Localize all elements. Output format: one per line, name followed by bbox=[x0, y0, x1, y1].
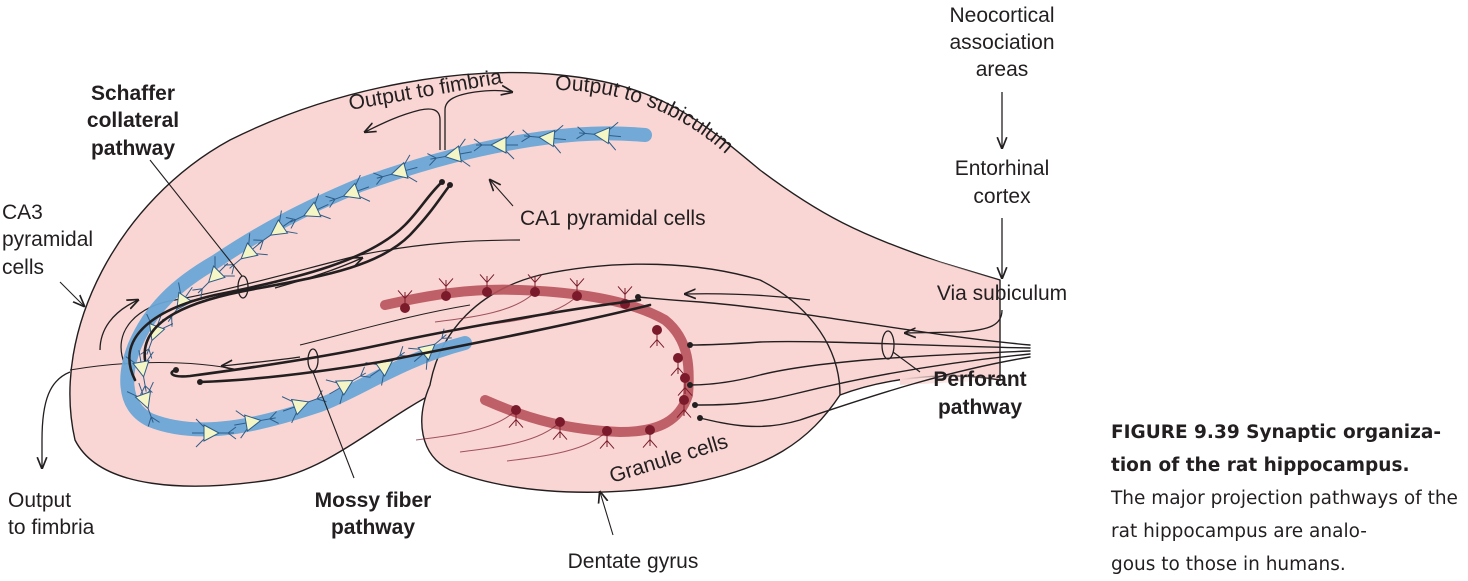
pyramidal-cell bbox=[126, 381, 160, 427]
mossy-leader bbox=[312, 371, 355, 479]
schaffer-label-3: pathway bbox=[91, 137, 175, 160]
caption-title: FIGURE 9.39 Synaptic organiza- tion of t… bbox=[1111, 422, 1442, 476]
output-fimbria-label-1: Output bbox=[8, 489, 71, 512]
granule-axon bbox=[506, 430, 608, 462]
ca3-label-3: cells bbox=[2, 256, 44, 279]
granule-axon bbox=[415, 409, 517, 441]
perforant-fiber-2 bbox=[689, 340, 1031, 349]
perforant-ellipse bbox=[881, 330, 895, 360]
neocortical-label-2: association bbox=[949, 31, 1054, 54]
mossy-direction-arrow bbox=[222, 356, 301, 366]
pyramidal-cell bbox=[473, 130, 518, 160]
mossy-label-2: pathway bbox=[331, 516, 415, 539]
schaffer-direction-arrow bbox=[274, 258, 362, 289]
granule-axon bbox=[434, 291, 536, 323]
dentate-gyrus-label: Dentate gyrus bbox=[568, 550, 699, 573]
pyramidal-cell bbox=[234, 410, 279, 439]
pyramidal-cell bbox=[224, 233, 268, 275]
pyramidal-cell bbox=[576, 121, 621, 151]
pyramidal-cell bbox=[521, 124, 566, 154]
granule-cell bbox=[670, 353, 686, 376]
perforant-leader bbox=[892, 351, 921, 373]
entorhinal-label-2: cortex bbox=[973, 185, 1031, 208]
perforant-label-1: Perforant bbox=[933, 368, 1026, 391]
granule-cell bbox=[397, 290, 413, 313]
dentate-leader bbox=[600, 492, 614, 536]
pyramidal-cell bbox=[325, 366, 371, 405]
mossy-label-1: Mossy fiber bbox=[315, 489, 432, 512]
pathway-markers bbox=[237, 275, 895, 372]
mossy-fiber-2 bbox=[198, 303, 652, 384]
figure-caption: FIGURE 9.39 Synaptic organiza- tion of t… bbox=[1111, 416, 1463, 581]
mossy-fiber bbox=[170, 298, 642, 378]
ca1-leader bbox=[490, 180, 514, 207]
schaffer-label-2: collateral bbox=[87, 109, 179, 132]
output-arrows bbox=[42, 91, 512, 469]
output-fimbria-top-arrow bbox=[365, 108, 441, 150]
caption-body: The major projection pathways of the rat… bbox=[1111, 488, 1458, 575]
perforant-fiber-3 bbox=[689, 350, 1031, 386]
granule-cell bbox=[642, 425, 658, 448]
ca1-label: CA1 pyramidal cells bbox=[520, 207, 706, 230]
schaffer-collateral-fiber bbox=[143, 183, 452, 362]
ca3-label-2: pyramidal bbox=[2, 228, 93, 251]
schaffer-label-1: Schaffer bbox=[91, 82, 175, 105]
granule-layer bbox=[380, 274, 694, 462]
hippocampal-fissure bbox=[299, 304, 471, 346]
pyramidal-cell bbox=[192, 256, 235, 299]
granule-cells bbox=[397, 274, 693, 462]
granule-cell bbox=[676, 395, 692, 418]
neocortical-label-3: areas bbox=[976, 58, 1029, 81]
granule-band bbox=[380, 284, 694, 438]
granule-cell bbox=[479, 274, 495, 297]
via-subiculum-label: Via subiculum bbox=[937, 282, 1067, 305]
perforant-label-2: pathway bbox=[938, 396, 1022, 419]
output-subiculum-arrow bbox=[444, 91, 512, 150]
mossy-ellipse bbox=[307, 348, 319, 372]
synaptic-terminals bbox=[173, 179, 703, 421]
granule-cell bbox=[677, 373, 693, 396]
output-fimbria-label-2: to fimbria bbox=[8, 516, 95, 539]
output-fimbria-bottom-arrow bbox=[42, 371, 71, 468]
schaffer-leader bbox=[149, 159, 243, 277]
ca3-curved-arrow bbox=[99, 300, 138, 351]
pyramidal-cell bbox=[373, 154, 418, 185]
pyramidal-cells bbox=[125, 121, 621, 448]
entorhinal-fade bbox=[900, 250, 1000, 385]
entorhinal-label-1: Entorhinal bbox=[955, 157, 1050, 180]
neocortical-label-1: Neocortical bbox=[949, 4, 1054, 27]
ca3-label-1: CA3 bbox=[2, 201, 43, 224]
ca3-leader bbox=[59, 281, 84, 306]
perforant-fiber-1 bbox=[637, 296, 1031, 346]
perforant-direction-arrow bbox=[685, 294, 811, 301]
pyramidal-cell bbox=[192, 418, 237, 448]
granule-axon bbox=[459, 421, 561, 453]
pyramidal-cell bbox=[427, 138, 472, 167]
schaffer-ellipse bbox=[237, 275, 249, 299]
pyramidal-layer bbox=[120, 121, 652, 448]
direction-arrows bbox=[99, 258, 1003, 366]
perforant-entry-arrow bbox=[905, 309, 1003, 333]
perforant-fiber-4 bbox=[694, 353, 1031, 406]
inner-fold-line bbox=[120, 239, 521, 366]
pyramidal-cell bbox=[281, 390, 327, 424]
pyramidal-cell bbox=[325, 174, 371, 208]
schaffer-collateral-fiber-2 bbox=[128, 180, 444, 382]
leader-lines bbox=[59, 159, 921, 536]
pyramidal-cell bbox=[125, 350, 154, 395]
pyramidal-cell bbox=[253, 210, 298, 250]
pyramidal-cell bbox=[285, 193, 331, 229]
granule-cell bbox=[649, 325, 665, 348]
fiber-pathways bbox=[128, 180, 1031, 428]
dentate-gyrus-tissue bbox=[421, 263, 841, 493]
granule-cell bbox=[438, 278, 454, 301]
perforant-fiber-5 bbox=[699, 356, 1031, 428]
